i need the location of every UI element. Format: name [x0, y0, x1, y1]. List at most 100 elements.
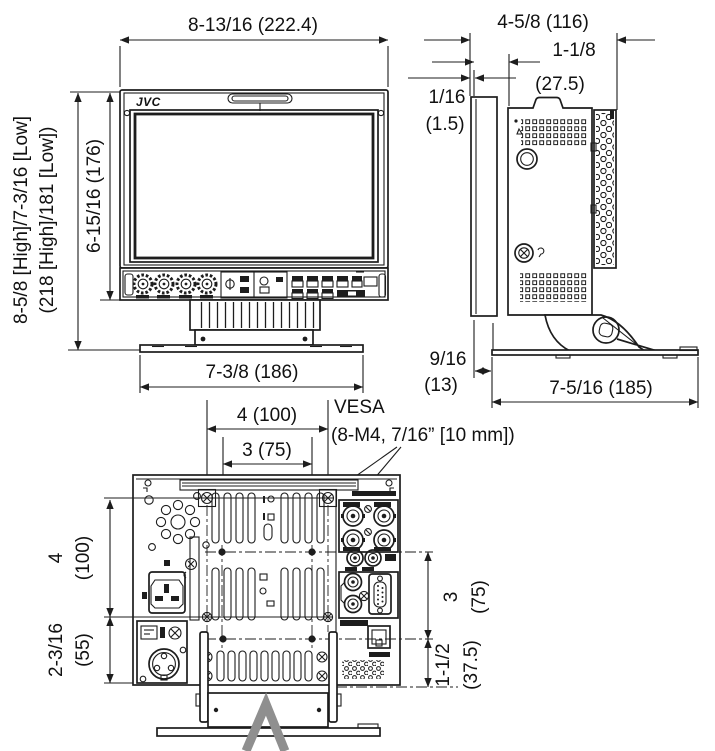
- input-label: [240, 276, 249, 282]
- dim-rear-vesa75-height-label-1: 3: [441, 592, 462, 603]
- screw-icon: [179, 646, 187, 654]
- jvc-logo: JVC: [136, 95, 161, 109]
- dim-front-width-label: 8-13/16 (222.4): [188, 15, 318, 36]
- dim-rear-vesa100-height-label-2: (100): [73, 536, 94, 580]
- vesa-label-1: VESA: [334, 397, 385, 418]
- bnc-connector: [346, 549, 364, 567]
- dim-side-body-depth: 1-1/8 (27.5): [432, 40, 596, 106]
- rj45-connector: [367, 625, 391, 649]
- knob-bright[interactable]: [153, 273, 175, 299]
- dim-rear-lower-height-label-2: (55): [73, 633, 94, 667]
- dim-front-width: 8-13/16 (222.4): [119, 15, 389, 87]
- rear-vent-slots-lower: [211, 567, 325, 621]
- dim-rear-vesa100-height: 4 (100): [46, 499, 114, 618]
- dim-side-body-depth-label-1: 1-1/8: [552, 40, 595, 61]
- dim-front-total-height-label-2: (218 [High]/181 [Low]): [37, 127, 58, 314]
- dim-rear-vesa75-width-label: 3 (75): [242, 440, 292, 461]
- stand-screw-icon: [200, 336, 206, 342]
- io-block: [338, 571, 399, 619]
- vesa-hole: [308, 548, 316, 556]
- dim-rear-offset-height-label-2: (37.5): [461, 640, 482, 690]
- vesa-hole: [308, 635, 316, 643]
- rear-vent-slots-upper: [211, 492, 325, 544]
- dim-rear-vesa75-height: 3 (75): [424, 551, 490, 640]
- rear-corner-screw-icon: [143, 479, 152, 492]
- side-speaker-icon: [516, 148, 538, 170]
- panel-buttons[interactable]: [291, 276, 365, 300]
- rear-view: 4 (100) 3 (75) VESA (8-M4, 7/16” [10 mm]…: [46, 397, 515, 737]
- side-vent-top: [521, 118, 587, 146]
- dim-front-total-height-label-1: 8-5/8 [High]/7-3/16 [Low]: [11, 116, 32, 324]
- dim-rear-vesa100-height-label-1: 4: [46, 552, 67, 563]
- fan-grille-icon: [144, 492, 210, 551]
- rear-top-louvers: [179, 479, 359, 491]
- rear-perforation: [342, 660, 384, 679]
- mic-jack-icon[interactable]: [259, 276, 269, 286]
- dim-rear-vesa100-width-label: 4 (100): [237, 405, 297, 426]
- dim-side-lip-label-1: 1/16: [429, 87, 466, 108]
- stand-bracket: [194, 329, 314, 346]
- dim-side-depth-label: 4-5/8 (116): [497, 12, 589, 33]
- vesa-callout: VESA (8-M4, 7/16” [10 mm]): [314, 397, 515, 550]
- side-stand: [491, 314, 699, 359]
- stand-screw-icon: [302, 336, 308, 342]
- ac-inlet: [142, 536, 200, 621]
- xlr-dc-power-block: [136, 620, 188, 684]
- screen: [133, 112, 375, 260]
- front-view: 8-13/16 (222.4) 8-5/8 [High]/7-3/16 [Low…: [11, 15, 389, 393]
- dim-side-base-depth: 7-5/16 (185): [491, 357, 699, 408]
- vesa-screw-icon: [322, 611, 334, 623]
- power-button[interactable]: [356, 271, 378, 287]
- dim-side-depth: 4-5/8 (116): [424, 12, 655, 110]
- xlr-connector: [148, 648, 180, 681]
- screen-frame: [129, 109, 379, 263]
- panel-input-section: [220, 271, 288, 299]
- rear-connector-panel: [335, 490, 399, 683]
- speaker-slot-inner: [231, 95, 289, 102]
- side-vent-bottom: [520, 272, 588, 302]
- dsub-connector: [368, 573, 392, 615]
- dim-front-base-width-label: 7-3/8 (186): [206, 362, 299, 383]
- knob-contrast[interactable]: [175, 273, 197, 299]
- side-tally-knob[interactable]: [514, 243, 545, 263]
- bnc-connector: [373, 529, 396, 551]
- screw-icon: [168, 626, 182, 640]
- dim-front-base-width: 7-3/8 (186): [139, 355, 364, 393]
- knob-phase[interactable]: [196, 273, 218, 299]
- dim-rear-lower-height-label-1: 2-3/16: [46, 623, 67, 677]
- dim-front-total-height: 8-5/8 [High]/7-3/16 [Low] (218 [High]/18…: [11, 91, 140, 351]
- dim-rear-offset-height: 1-1/2 (37.5): [424, 638, 482, 690]
- panel-label: [352, 491, 396, 496]
- rear-corner-screw-icon: [385, 479, 394, 492]
- dim-side-base-offset: 9/16 (13): [424, 320, 492, 396]
- dim-side-lip-label-2: (1.5): [425, 114, 464, 135]
- loopthrough-mark: [340, 581, 346, 605]
- screw-icon: [316, 670, 328, 682]
- dim-side-lip: 1/16 (1.5): [408, 70, 516, 135]
- knob-volume[interactable]: [132, 273, 154, 299]
- stand-pivot: [592, 316, 620, 344]
- side-view: 4-5/8 (116) 1-1/8 (27.5) 1/16 (1.5): [408, 12, 699, 408]
- dim-side-base-offset-label-2: (13): [424, 375, 458, 396]
- dim-rear-offset-height-label-1: 1-1/2: [433, 643, 454, 686]
- screw-icon: [139, 675, 147, 683]
- stand-base: [139, 344, 364, 353]
- dim-front-panel-height: 6-15/16 (176): [84, 92, 122, 301]
- dim-rear-vesa100-width: 4 (100): [206, 400, 329, 489]
- dim-rear-lower-height: 2-3/16 (55): [46, 616, 114, 684]
- dim-side-base-depth-label: 7-5/16 (185): [549, 378, 653, 399]
- dim-side-base-offset-label-1: 9/16: [430, 349, 467, 370]
- dim-side-body-depth-label-2: (27.5): [535, 74, 585, 95]
- screw-icon: [364, 505, 372, 513]
- dim-front-panel-height-label: 6-15/16 (176): [84, 139, 105, 253]
- screw-icon: [316, 651, 328, 663]
- input-label: [240, 287, 249, 293]
- panel-right-grip: [378, 273, 387, 298]
- side-base: [491, 349, 699, 356]
- vesa-hole: [218, 548, 226, 556]
- dim-rear-vesa75-height-label-2: (75): [469, 580, 490, 614]
- bnc-connector: [341, 505, 365, 527]
- monitor-bezel-inner-line: [123, 92, 385, 266]
- screw-icon: [364, 528, 372, 536]
